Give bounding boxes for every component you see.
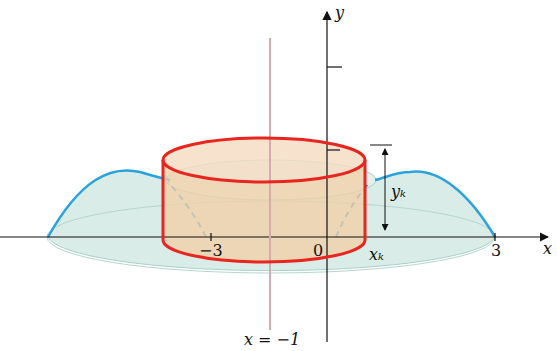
variable-label: xₖ xyxy=(367,246,386,264)
axis-label: y xyxy=(333,4,346,22)
tick-value: 0 xyxy=(311,242,325,260)
tick-value: 3 xyxy=(489,242,503,260)
dimension-label: yₖ xyxy=(389,183,408,201)
tick-value: −3 xyxy=(197,242,225,260)
axis-equation: x = −1 xyxy=(242,331,302,349)
axis-label: x xyxy=(541,240,554,258)
